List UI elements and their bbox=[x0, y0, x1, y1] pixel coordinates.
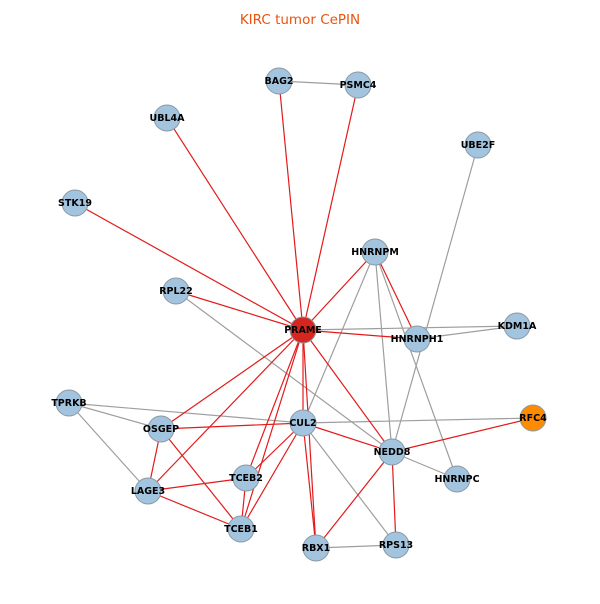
node-RFC4 bbox=[519, 404, 547, 432]
node-CUL2 bbox=[289, 409, 317, 437]
edge-HNRNPM-HNRNPC bbox=[374, 251, 458, 480]
edge-PRAME-RPL22 bbox=[175, 290, 304, 331]
edge-TPRKB-LAGE3 bbox=[68, 402, 149, 492]
edge-PRAME-LAGE3 bbox=[147, 329, 304, 492]
node-KDM1A bbox=[503, 312, 531, 340]
node-UBL4A bbox=[153, 104, 181, 132]
edge-TCEB1-CUL2 bbox=[240, 422, 304, 530]
edge-PRAME-STK19 bbox=[74, 202, 304, 331]
node-layer bbox=[55, 67, 547, 562]
node-HNRNPH1 bbox=[403, 325, 431, 353]
node-NEDD8 bbox=[378, 438, 406, 466]
node-STK19 bbox=[61, 189, 89, 217]
node-PSMC4 bbox=[344, 71, 372, 99]
edge-PRAME-TCEB1 bbox=[240, 329, 304, 530]
edge-NEDD8-RPS13 bbox=[391, 451, 397, 546]
edge-PRAME-BAG2 bbox=[278, 80, 304, 331]
edge-RPS13-CUL2 bbox=[302, 422, 397, 546]
node-RPL22 bbox=[162, 277, 190, 305]
edge-CUL2-NEDD8 bbox=[302, 422, 393, 453]
edge-CUL2-RBX1 bbox=[302, 422, 317, 549]
node-RPS13 bbox=[382, 531, 410, 559]
node-HNRNPC bbox=[443, 465, 471, 493]
edge-OSGEP-CUL2 bbox=[160, 422, 304, 430]
edge-RFC4-CUL2 bbox=[302, 417, 534, 424]
edge-HNRNPM-HNRNPH1 bbox=[374, 251, 418, 340]
node-LAGE3 bbox=[134, 477, 162, 505]
edge-TPRKB-OSGEP bbox=[68, 402, 162, 430]
edge-PRAME-HNRNPH1 bbox=[302, 329, 418, 340]
edge-LAGE3-TCEB1 bbox=[147, 490, 242, 530]
edge-PRAME-PSMC4 bbox=[302, 84, 359, 331]
edge-PRAME-OSGEP bbox=[160, 329, 304, 430]
node-TPRKB bbox=[55, 389, 83, 417]
edge-RPL22-NEDD8 bbox=[175, 290, 393, 453]
edge-UBE2F-NEDD8 bbox=[391, 144, 479, 453]
edge-PRAME-TCEB2 bbox=[245, 329, 304, 479]
edge-NEDD8-RFC4 bbox=[391, 417, 534, 453]
chart-title: KIRC tumor CePIN bbox=[240, 12, 360, 28]
node-TCEB1 bbox=[227, 515, 255, 543]
edge-HNRNPM-NEDD8 bbox=[374, 251, 393, 453]
edge-PRAME-HNRNPM bbox=[302, 251, 376, 331]
node-BAG2 bbox=[265, 67, 293, 95]
edge-NEDD8-RBX1 bbox=[315, 451, 393, 549]
node-HNRNPM bbox=[361, 238, 389, 266]
edge-KDM1A-HNRNPH1 bbox=[416, 325, 518, 340]
edge-PRAME-NEDD8 bbox=[302, 329, 393, 453]
node-TCEB2 bbox=[232, 464, 260, 492]
edge-OSGEP-TCEB1 bbox=[160, 428, 242, 530]
edge-PRAME-RBX1 bbox=[302, 329, 317, 549]
edge-TPRKB-CUL2 bbox=[68, 402, 304, 424]
node-UBE2F bbox=[464, 131, 492, 159]
edge-LAGE3-TCEB2 bbox=[147, 477, 247, 492]
node-OSGEP bbox=[147, 415, 175, 443]
node-PRAME bbox=[289, 316, 317, 344]
node-RBX1 bbox=[302, 534, 330, 562]
edge-PRAME-UBL4A bbox=[166, 117, 304, 331]
